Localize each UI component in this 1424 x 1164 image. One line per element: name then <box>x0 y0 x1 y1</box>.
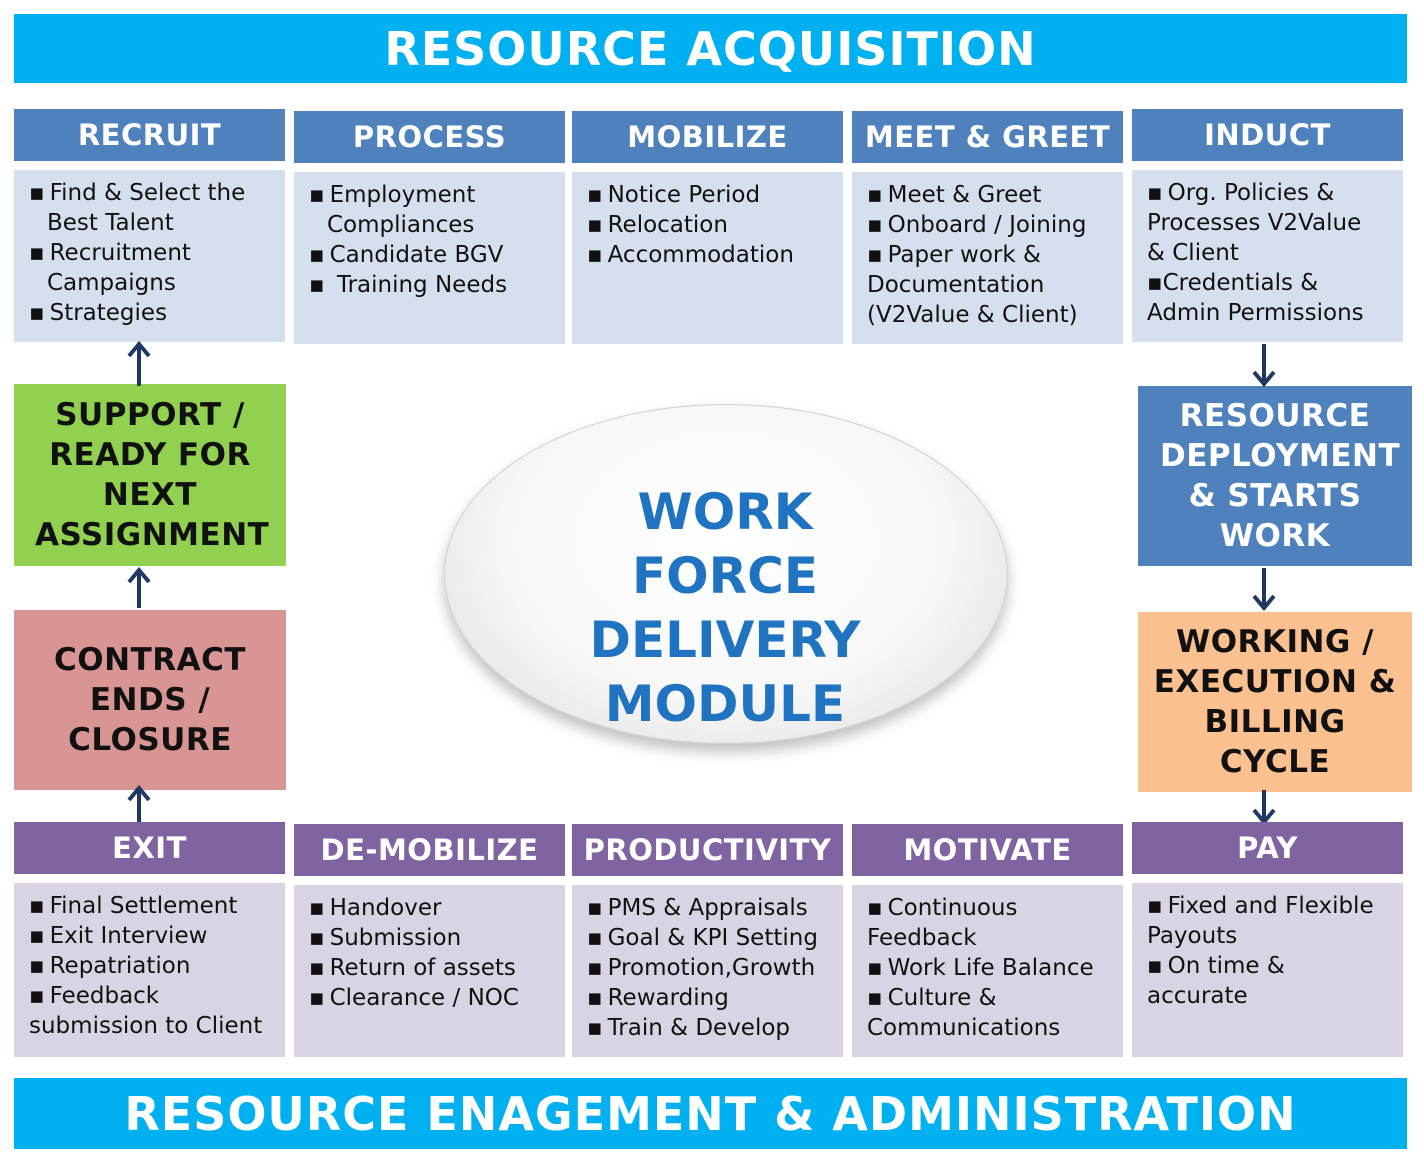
list-item: Final Settlement <box>29 891 275 921</box>
list-item: Culture & <box>867 983 1113 1013</box>
list-item: Processes V2Value <box>1147 210 1362 236</box>
recruit-list: Find & Select the Best Talent Recruitmen… <box>14 170 285 342</box>
list-item: Notice Period <box>587 180 833 210</box>
support-ready-label: SUPPORT / READY FOR NEXT ASSIGNMENT <box>35 397 270 553</box>
list-item: & Client <box>1147 240 1239 266</box>
list-item: Handover <box>309 893 555 923</box>
list-item: Exit Interview <box>29 921 275 951</box>
contract-ends-box: CONTRACT ENDS / CLOSURE <box>14 610 286 790</box>
induct-column: INDUCT Org. Policies & Processes V2Value… <box>1132 109 1403 342</box>
list-item: Accommodation <box>587 240 833 270</box>
mobilize-header: MOBILIZE <box>572 111 843 165</box>
list-item: On time & <box>1147 951 1393 981</box>
list-item: Org. Policies & <box>1147 178 1393 208</box>
arrow-down-icon <box>1252 344 1276 388</box>
list-item: Paper work & <box>867 240 1113 270</box>
resource-engagement-banner: RESOURCE ENAGEMENT & ADMINISTRATION <box>14 1078 1407 1149</box>
pay-list: Fixed and Flexible Payouts On time & acc… <box>1132 883 1403 1057</box>
center-title-text: WORK FORCE DELIVERY MODULE <box>589 483 861 733</box>
process-header: PROCESS <box>294 111 565 165</box>
list-item: Return of assets <box>309 953 555 983</box>
list-item: Recruitment <box>29 238 275 268</box>
list-item: Fixed and Flexible <box>1147 891 1393 921</box>
arrow-up-icon <box>127 340 151 386</box>
exit-list: Final Settlement Exit Interview Repatria… <box>14 883 285 1057</box>
list-item: Strategies <box>29 298 275 328</box>
list-item: Admin Permissions <box>1147 300 1364 326</box>
list-item: accurate <box>1147 983 1248 1009</box>
working-execution-label: WORKING / EXECUTION & BILLING CYCLE <box>1153 624 1397 780</box>
list-item: Onboard / Joining <box>867 210 1113 240</box>
demobilize-column: DE-MOBILIZE Handover Submission Return o… <box>294 824 565 1057</box>
motivate-header: MOTIVATE <box>852 824 1123 878</box>
exit-header: EXIT <box>14 822 285 876</box>
list-item: Candidate BGV <box>309 240 555 270</box>
process-list: Employment Compliances Candidate BGV Tra… <box>294 172 565 344</box>
exit-column: EXIT Final Settlement Exit Interview Rep… <box>14 822 285 1057</box>
pay-header: PAY <box>1132 822 1403 876</box>
list-item: Submission <box>309 923 555 953</box>
mobilize-list: Notice Period Relocation Accommodation <box>572 172 843 344</box>
recruit-header: RECRUIT <box>14 109 285 163</box>
meet-greet-header: MEET & GREET <box>852 111 1123 165</box>
pay-column: PAY Fixed and Flexible Payouts On time &… <box>1132 822 1403 1057</box>
list-item: Repatriation <box>29 951 275 981</box>
list-item: Clearance / NOC <box>309 983 555 1013</box>
list-item: Documentation <box>867 272 1045 298</box>
meet-greet-list: Meet & Greet Onboard / Joining Paper wor… <box>852 172 1123 344</box>
center-title: WORK FORCE DELIVERY MODULE <box>444 480 1006 736</box>
list-item: Work Life Balance <box>867 953 1113 983</box>
support-ready-box: SUPPORT / READY FOR NEXT ASSIGNMENT <box>14 384 286 566</box>
list-item: (V2Value & Client) <box>867 302 1078 328</box>
list-item: Campaigns <box>47 270 176 296</box>
arrow-up-icon <box>127 784 151 824</box>
arrow-down-icon <box>1252 790 1276 826</box>
list-item: Communications <box>867 1015 1061 1041</box>
list-item: Feedback <box>867 925 977 951</box>
resource-acquisition-banner: RESOURCE ACQUISITION <box>14 14 1407 83</box>
process-column: PROCESS Employment Compliances Candidate… <box>294 111 565 344</box>
list-item: Relocation <box>587 210 833 240</box>
center-ellipse <box>444 404 1008 744</box>
list-item: ▪Credentials & <box>1147 270 1319 296</box>
productivity-header: PRODUCTIVITY <box>572 824 843 878</box>
list-item: Rewarding <box>587 983 833 1013</box>
working-execution-box: WORKING / EXECUTION & BILLING CYCLE <box>1138 612 1412 792</box>
list-item: Employment <box>309 180 555 210</box>
list-item: Meet & Greet <box>867 180 1113 210</box>
list-item: Find & Select the <box>29 178 275 208</box>
list-item: Continuous <box>867 893 1113 923</box>
list-item: Training Needs <box>309 270 555 300</box>
list-item: Compliances <box>327 212 475 238</box>
resource-deployment-box: RESOURCE DEPLOYMENT & STARTS WORK <box>1138 386 1412 566</box>
motivate-column: MOTIVATE Continuous Feedback Work Life B… <box>852 824 1123 1057</box>
list-item: Payouts <box>1147 923 1238 949</box>
list-item: PMS & Appraisals <box>587 893 833 923</box>
productivity-list: PMS & Appraisals Goal & KPI Setting Prom… <box>572 885 843 1057</box>
recruit-column: RECRUIT Find & Select the Best Talent Re… <box>14 109 285 342</box>
arrow-up-icon <box>127 566 151 608</box>
induct-header: INDUCT <box>1132 109 1403 163</box>
motivate-list: Continuous Feedback Work Life Balance Cu… <box>852 885 1123 1057</box>
list-item: Best Talent <box>47 210 174 236</box>
mobilize-column: MOBILIZE Notice Period Relocation Accomm… <box>572 111 843 344</box>
list-item: submission to Client <box>29 1013 263 1039</box>
list-item: Promotion,Growth <box>587 953 833 983</box>
meet-greet-column: MEET & GREET Meet & Greet Onboard / Join… <box>852 111 1123 344</box>
productivity-column: PRODUCTIVITY PMS & Appraisals Goal & KPI… <box>572 824 843 1057</box>
arrow-down-icon <box>1252 568 1276 612</box>
induct-list: Org. Policies & Processes V2Value & Clie… <box>1132 170 1403 342</box>
demobilize-header: DE-MOBILIZE <box>294 824 565 878</box>
list-item: Goal & KPI Setting <box>587 923 833 953</box>
demobilize-list: Handover Submission Return of assets Cle… <box>294 885 565 1057</box>
contract-ends-label: CONTRACT ENDS / CLOSURE <box>54 642 246 758</box>
resource-deployment-label: RESOURCE DEPLOYMENT & STARTS WORK <box>1160 398 1401 554</box>
list-item: Train & Develop <box>587 1013 833 1043</box>
list-item: Feedback <box>29 981 275 1011</box>
